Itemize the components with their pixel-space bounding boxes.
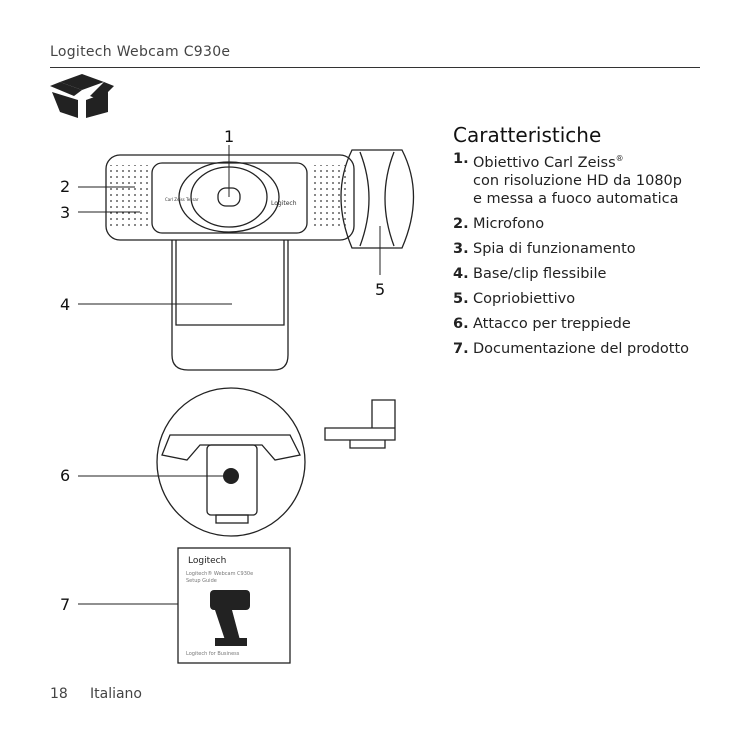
feature-item: 1.Obiettivo Carl Zeiss® con risoluzione H… [453, 150, 689, 208]
item-text: Documentazione del prodotto [473, 340, 690, 357]
item-number: 1. [453, 151, 469, 167]
features-list: 1.Obiettivo Carl Zeiss® con risoluzione H… [453, 150, 689, 365]
item-number: 2. [453, 215, 469, 232]
setup-guide-thumbnail: Logitech Logitech® Webcam C930e Setup Gu… [178, 551, 288, 661]
lens-label: Carl Zeiss Tessar [165, 197, 199, 202]
item-text: Attacco per treppiede [473, 315, 631, 332]
callout-5: 5 [375, 280, 386, 299]
callout-2: 2 [60, 177, 71, 196]
callout-1: 1 [224, 127, 235, 146]
feature-item: 5.Copriobiettivo [453, 290, 689, 308]
header-rule [50, 67, 700, 68]
item-text: Spia di funzionamento [473, 240, 636, 257]
item-text: Obiettivo Carl Zeiss [473, 154, 616, 171]
page-language: Italiano [90, 686, 142, 702]
callout-lines [78, 145, 381, 605]
camera-brand: Logitech [271, 200, 297, 207]
item-number: 4. [453, 265, 469, 282]
registered-mark: ® [615, 154, 624, 163]
page-number: 18 [50, 686, 68, 702]
callout-4: 4 [60, 295, 71, 314]
guide-footer: Logitech for Business [186, 651, 240, 657]
feature-item: 6.Attacco per treppiede [453, 315, 689, 333]
guide-product: Logitech® Webcam C930e [186, 571, 254, 577]
item-text-line: con risoluzione HD da 1080p [473, 172, 682, 189]
features-title: Caratteristiche [453, 123, 602, 147]
item-text: Microfono [473, 215, 545, 232]
item-number: 7. [453, 340, 469, 357]
item-number: 6. [453, 315, 469, 332]
feature-item: 4.Base/clip flessibile [453, 265, 689, 283]
mic-grille [110, 165, 350, 646]
feature-item: 3.Spia di funzionamento [453, 240, 689, 258]
item-number: 5. [453, 290, 469, 307]
box-icon [50, 74, 114, 118]
callout-7: 7 [60, 595, 71, 614]
item-text-line: e messa a fuoco automatica [473, 190, 679, 207]
item-text: Copriobiettivo [473, 290, 576, 307]
header-title: Logitech Webcam C930e [50, 44, 231, 60]
item-number: 3. [453, 240, 469, 257]
guide-subtitle: Setup Guide [186, 578, 217, 584]
guide-brand: Logitech [188, 556, 227, 566]
callout-3: 3 [60, 203, 71, 222]
feature-item: 7.Documentazione del prodotto [453, 340, 689, 358]
feature-item: 2.Microfono [453, 215, 689, 233]
item-text: Base/clip flessibile [473, 265, 607, 282]
callout-6: 6 [60, 466, 71, 485]
